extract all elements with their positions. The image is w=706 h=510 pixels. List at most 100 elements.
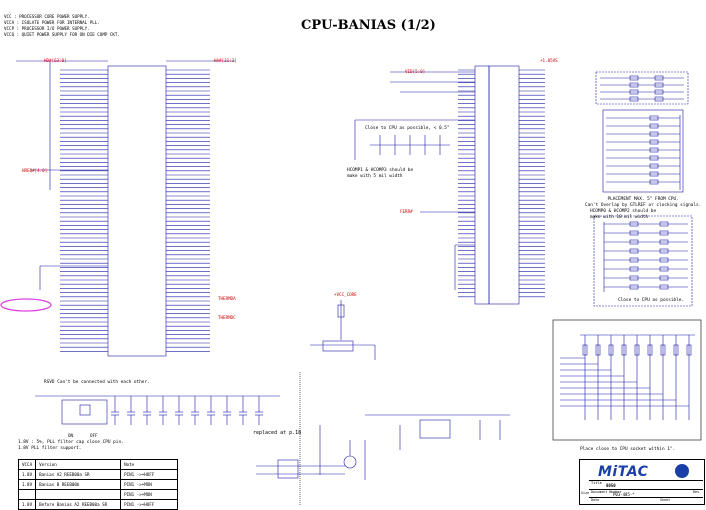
annotation-rsvd: RSVD Can't be connected with each other.: [44, 380, 150, 385]
resistor: [654, 82, 664, 88]
resistor: [654, 89, 664, 95]
resistor: [647, 344, 653, 356]
net-label-ferr: FERR#: [400, 209, 413, 214]
resistor: [659, 266, 669, 272]
table-cell: PIN1 ->+HOFF: [120, 469, 179, 480]
resistor: [659, 257, 669, 263]
net-label-hreq: HREQ#[4:0]: [22, 168, 48, 173]
switch-off-label: OFF: [90, 433, 98, 438]
resistor: [629, 75, 639, 81]
resistor: [654, 96, 664, 102]
resistor: [629, 82, 639, 88]
net-label-thermdc: THERMDC: [218, 315, 236, 320]
resistor: [629, 89, 639, 95]
sheet-label: Sheet: [660, 498, 671, 502]
net-label-vid: VID[5:0]: [405, 69, 426, 74]
switch-on-label: ON: [68, 433, 74, 438]
resistor: [660, 344, 666, 356]
legend-note-3: VCCP : PROCESSOR I/O POWER SUPPLY.: [4, 26, 90, 31]
net-label-thermda: THERMDA: [218, 296, 236, 301]
resistor: [649, 115, 659, 121]
highlight-ellipse: [0, 298, 52, 312]
title-block-divider: [589, 489, 703, 490]
resistor: [659, 221, 669, 227]
resistor: [649, 179, 659, 185]
net-label-hd-bus: HD#[63:0]: [44, 58, 67, 63]
annotation-placement: PLACEMENT MAX. 5" FROM CPU. Can't Overla…: [585, 197, 702, 208]
net-label-vcc-1v05: +1.05VS: [540, 58, 558, 63]
version-header-version: Version: [35, 459, 122, 470]
date-label: Date: [591, 498, 600, 502]
title-value: 8050: [606, 483, 616, 488]
resistor: [595, 344, 601, 356]
resistor: [649, 123, 659, 129]
page-title: CPU-BANIAS (1/2): [301, 18, 436, 33]
resistor: [659, 284, 669, 290]
resistor: [649, 139, 659, 145]
title-block-divider: [589, 497, 703, 498]
resistor: [654, 75, 664, 81]
resistor: [629, 221, 639, 227]
title-label: Title: [591, 481, 602, 485]
resistor: [629, 257, 639, 263]
resistor: [686, 344, 692, 356]
globe-icon: [675, 464, 689, 478]
legend-note-4: VCCQ : QUIET POWER SUPPLY FOR ON DIE COM…: [4, 32, 120, 37]
table-row: 1.8V Banias A2 REEB00a SR PIN1 ->+HOFF: [17, 469, 179, 480]
resistor: [649, 131, 659, 137]
annotation-close-cpu-1: Close to CPU as possible, < 0.5": [365, 126, 450, 131]
resistor: [659, 239, 669, 245]
resistor: [659, 248, 669, 254]
size-label: Size: [581, 491, 590, 495]
title-block-divider: [589, 480, 703, 481]
resistor: [629, 230, 639, 236]
rev-label: Rev: [693, 490, 700, 494]
table-cell: [17, 489, 37, 500]
net-label-ha-bus: HA#[31:3]: [214, 58, 237, 63]
net-label-hcpu-vcc: +VCC_CORE: [334, 292, 357, 297]
resistor: [629, 96, 639, 102]
table-cell: PIN1 ->+MON: [120, 479, 179, 490]
annotation-pll: 1.8V : 5%, PLL filter cap close CPU pin.…: [18, 440, 124, 451]
resistor: [649, 163, 659, 169]
company-logo: MiTAC: [598, 464, 649, 480]
cpu-left-block: [107, 65, 167, 357]
resistor: [621, 344, 627, 356]
resistor: [649, 155, 659, 161]
resistor: [659, 230, 669, 236]
annotation-close-cpu-2: Close to CPU as possible.: [618, 298, 685, 303]
resistor: [629, 284, 639, 290]
doc-value: P03-485-*: [613, 492, 635, 497]
resistor: [673, 344, 679, 356]
doc-label: Document Number: [591, 490, 622, 494]
table-cell: [35, 489, 122, 500]
version-table-header: VCCA Version Note: [17, 459, 179, 470]
annotation-hcomp-width-1: HCOMP1 & HCOMP3 should be make with 5 mi…: [347, 168, 414, 179]
annotation-close-socket: Place close to CPU socket within 1".: [580, 447, 676, 452]
version-table: VCCA Version Note 1.8V Banias A2 REEB00a…: [17, 459, 179, 510]
resistor: [608, 344, 614, 356]
version-header-note: Note: [120, 459, 179, 470]
cpu-middle-block: [474, 65, 490, 305]
table-cell: 1.8V: [17, 469, 37, 480]
resistor: [629, 266, 639, 272]
resistor: [629, 239, 639, 245]
legend-note-2: VCCA : ISOLATE POWER FOR INTERNAL PLL.: [4, 20, 100, 25]
table-cell: 1.8V: [17, 479, 37, 490]
resistor: [634, 344, 640, 356]
legend-note-1: VCC : PROCESSOR CORE POWER SUPPLY.: [4, 14, 90, 19]
resistor: [629, 248, 639, 254]
resistor: [659, 275, 669, 281]
resistor: [629, 275, 639, 281]
table-cell: Banias A2 REEB00a SR: [35, 469, 122, 480]
resistor: [649, 147, 659, 153]
annotation-hcomp-width-2: HCOMP0 & HCOMP2 should be make with 18 m…: [590, 209, 657, 220]
resistor: [582, 344, 588, 356]
table-cell: Banias B REEB00b: [35, 479, 122, 490]
annotation-replaced: replaced at p.18: [253, 430, 302, 436]
table-row: 1.8V Banias B REEB00b PIN1 ->+MON: [17, 479, 179, 490]
resistor: [649, 171, 659, 177]
table-cell: PIN1 ->+MON: [120, 489, 179, 500]
